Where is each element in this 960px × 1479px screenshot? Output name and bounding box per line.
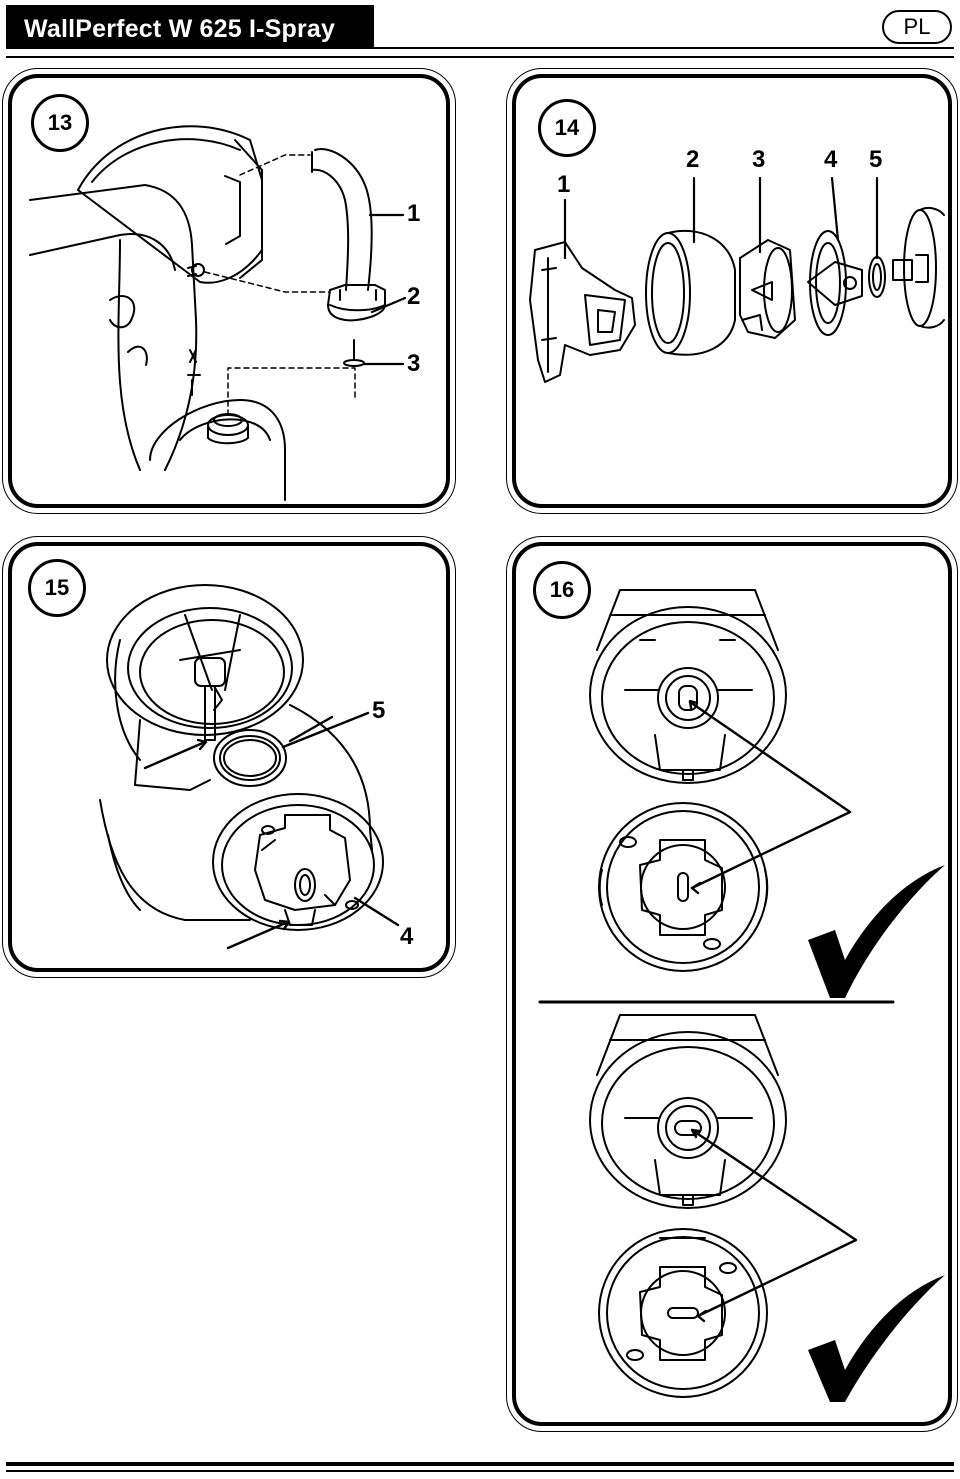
panel-14-callout-4: 4 — [824, 146, 838, 173]
panel-13-callout-1: 1 — [407, 200, 421, 227]
document-title: WallPerfect W 625 I-Spray — [24, 15, 336, 43]
check-mark-icon — [808, 1275, 945, 1402]
panel-16-bottom-housing — [589, 1014, 787, 1209]
panel-14-exploded-parts — [529, 206, 945, 383]
panel-15-callout-4: 4 — [400, 923, 414, 950]
panel-14-callout-2: 2 — [686, 146, 700, 173]
panel-16-outer-frame — [506, 536, 958, 1432]
language-badge: PL — [882, 10, 952, 44]
panel-13-suction-tube — [311, 148, 386, 367]
header-rule — [374, 47, 954, 49]
panel-13-callout-3: 3 — [407, 350, 421, 377]
step-number-14: 14 — [538, 99, 596, 157]
panel-14-callout-1: 1 — [557, 171, 571, 198]
panel-15-callout-5: 5 — [372, 697, 386, 724]
panel-15-outer-frame — [2, 536, 456, 978]
panel-16-top-housing — [589, 589, 787, 784]
check-mark-icon — [808, 865, 945, 998]
panel-15-sprayer-front — [99, 584, 373, 921]
panel-15-seal-ring — [213, 729, 287, 787]
panel-14-callout-5: 5 — [869, 146, 883, 173]
footer-rule-top — [6, 1462, 954, 1466]
panel-14-callout-3: 3 — [752, 146, 766, 173]
panel-16-top-arrows — [688, 699, 852, 895]
panel-16-bottom-disc — [598, 1228, 768, 1398]
step-number-13: 13 — [31, 94, 89, 152]
panel-14-leader-lines — [563, 176, 879, 260]
panel-13-callout-2: 2 — [407, 283, 421, 310]
panel-15-arrows — [143, 711, 400, 950]
step-number-15: 15 — [28, 559, 86, 617]
header-divider — [6, 56, 954, 58]
step-number-16: 16 — [533, 561, 591, 619]
header-bar: WallPerfect W 625 I-Spray — [6, 5, 374, 49]
panel-13-outer-frame — [2, 68, 456, 514]
panel-16-top-disc — [598, 802, 769, 972]
panel-14-outer-frame — [506, 68, 958, 514]
footer-rule-bottom — [6, 1470, 954, 1472]
panel-13-dashed-guides — [204, 154, 356, 416]
panel-13-leader-lines — [362, 213, 407, 366]
panel-15-valve-disc — [212, 793, 384, 931]
panel-16-bottom-arrows — [690, 1128, 858, 1323]
panel-13-sprayer-illustration — [29, 125, 286, 501]
